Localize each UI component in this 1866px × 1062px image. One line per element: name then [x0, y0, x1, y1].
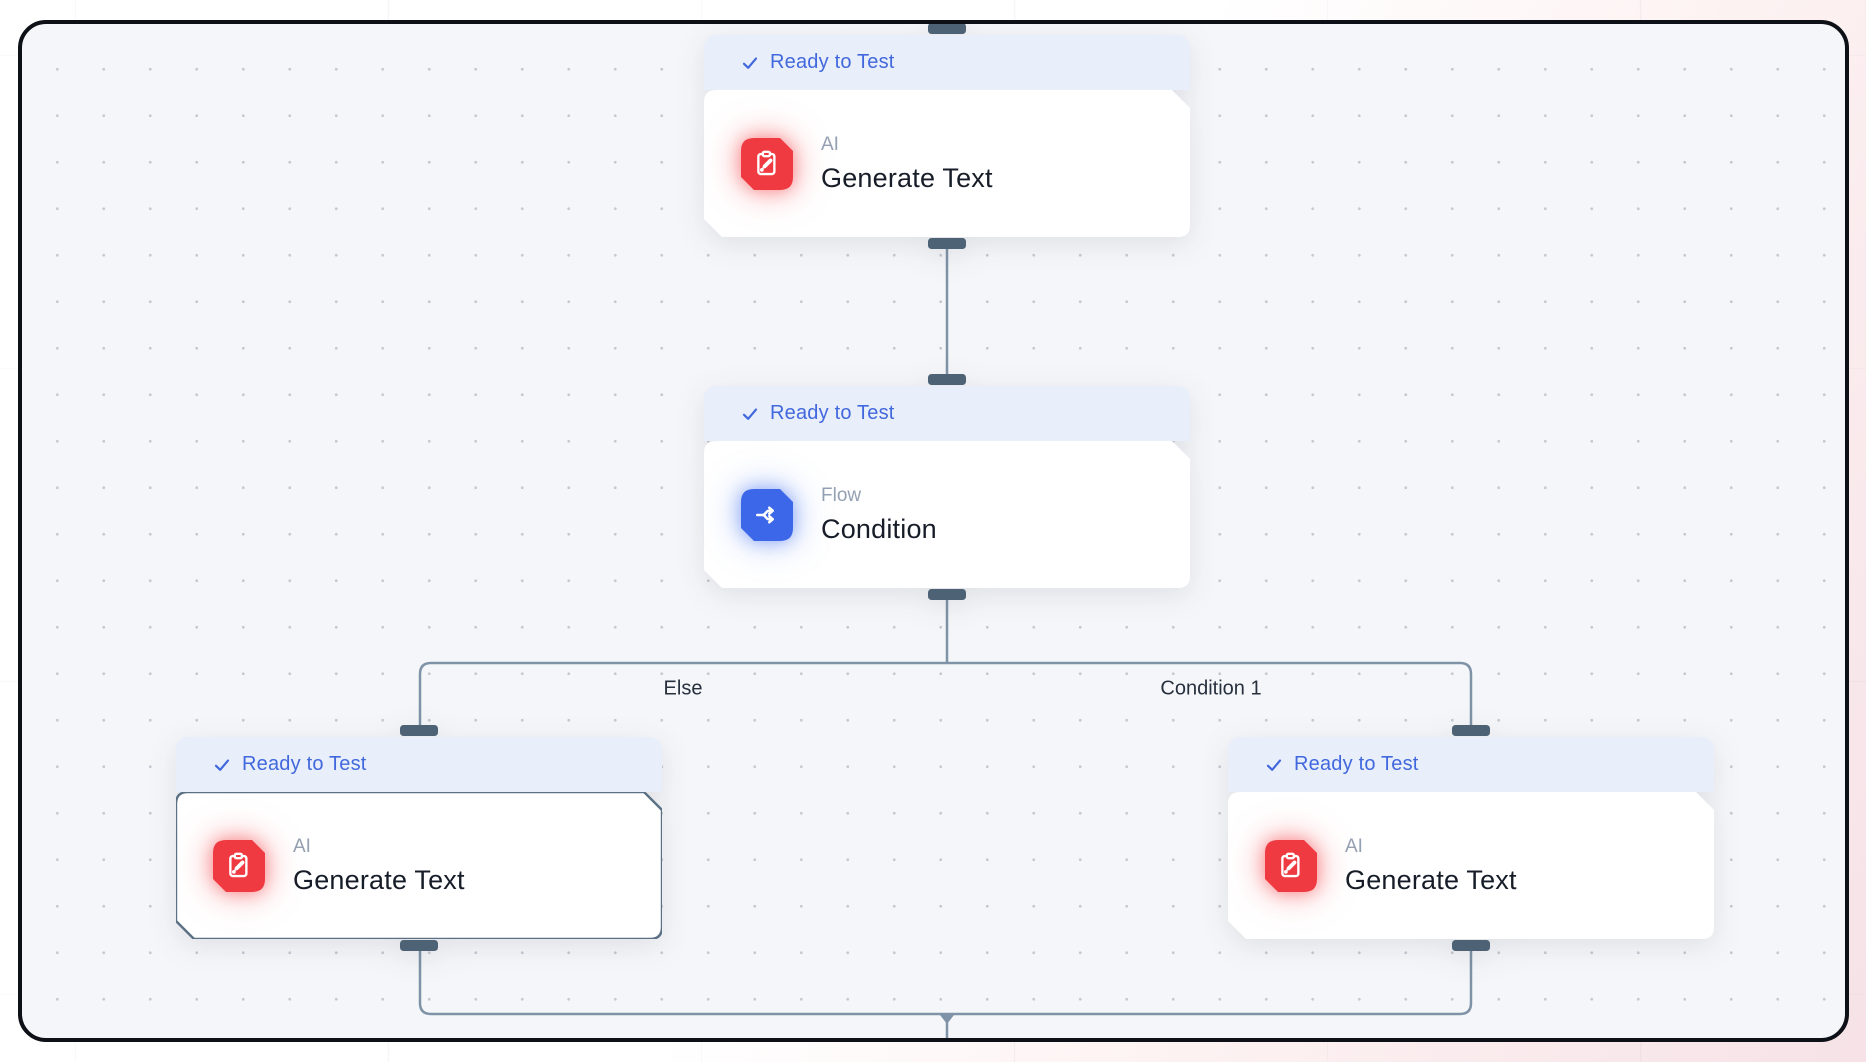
- node-body-shape: [1228, 792, 1714, 939]
- node-status-label: Ready to Test: [242, 753, 367, 775]
- node-body: Flow Condition: [704, 441, 1190, 588]
- node-category-label: Flow: [821, 484, 862, 506]
- node-generate-text-condition1[interactable]: Ready to Test: [1228, 725, 1714, 951]
- node-input-handle[interactable]: [928, 374, 966, 385]
- node-title: Condition: [821, 513, 937, 544]
- node-status-header: Ready to Test: [704, 386, 1190, 441]
- edge-merge-junction: [940, 1015, 954, 1024]
- node-status-label: Ready to Test: [770, 402, 895, 424]
- node-category-label: AI: [1345, 835, 1363, 857]
- edge-branch-split: [418, 661, 1473, 730]
- node-body: AI Generate Text: [1228, 792, 1714, 939]
- node-category-label: AI: [821, 133, 839, 155]
- node-output-handle[interactable]: [928, 589, 966, 600]
- workflow-frame: Else Condition 1 Ready to Test: [18, 20, 1849, 1042]
- node-title: Generate Text: [293, 864, 465, 895]
- node-title: Generate Text: [821, 162, 993, 193]
- node-status-header: Ready to Test: [1228, 737, 1714, 792]
- generate-text-icon: [213, 839, 265, 892]
- edge-branch-merge: [418, 946, 1473, 1016]
- node-output-handle[interactable]: [928, 238, 966, 249]
- check-icon: [214, 759, 230, 771]
- node-generate-text-top[interactable]: Ready to Test: [704, 24, 1190, 249]
- node-input-handle[interactable]: [400, 725, 438, 736]
- edge-label-else: Else: [663, 677, 703, 700]
- node-body-shape: [704, 441, 1190, 588]
- node-body-shape: [176, 792, 662, 939]
- node-output-handle[interactable]: [1452, 940, 1490, 951]
- generate-text-icon: [741, 137, 793, 190]
- check-icon: [742, 408, 758, 420]
- edge-label-condition-1: Condition 1: [1160, 677, 1262, 700]
- check-icon: [742, 57, 758, 69]
- flow-canvas[interactable]: Else Condition 1 Ready to Test: [22, 24, 1845, 1038]
- node-status-label: Ready to Test: [1294, 753, 1419, 775]
- node-output-handle[interactable]: [400, 940, 438, 951]
- node-status-header: Ready to Test: [176, 737, 662, 792]
- check-icon: [1266, 759, 1282, 771]
- node-body: AI Generate Text: [704, 90, 1190, 237]
- node-title: Generate Text: [1345, 864, 1517, 895]
- node-input-handle[interactable]: [928, 24, 966, 34]
- node-status-header: Ready to Test: [704, 35, 1190, 90]
- node-condition[interactable]: Ready to Test: [704, 374, 1190, 600]
- node-body: AI Generate Text: [176, 792, 662, 939]
- node-category-label: AI: [293, 835, 311, 857]
- node-body-shape: [704, 90, 1190, 237]
- generate-text-icon: [1265, 839, 1317, 892]
- node-generate-text-else[interactable]: Ready to Test: [176, 725, 662, 951]
- node-input-handle[interactable]: [1452, 725, 1490, 736]
- node-status-label: Ready to Test: [770, 51, 895, 73]
- condition-icon: [741, 488, 793, 541]
